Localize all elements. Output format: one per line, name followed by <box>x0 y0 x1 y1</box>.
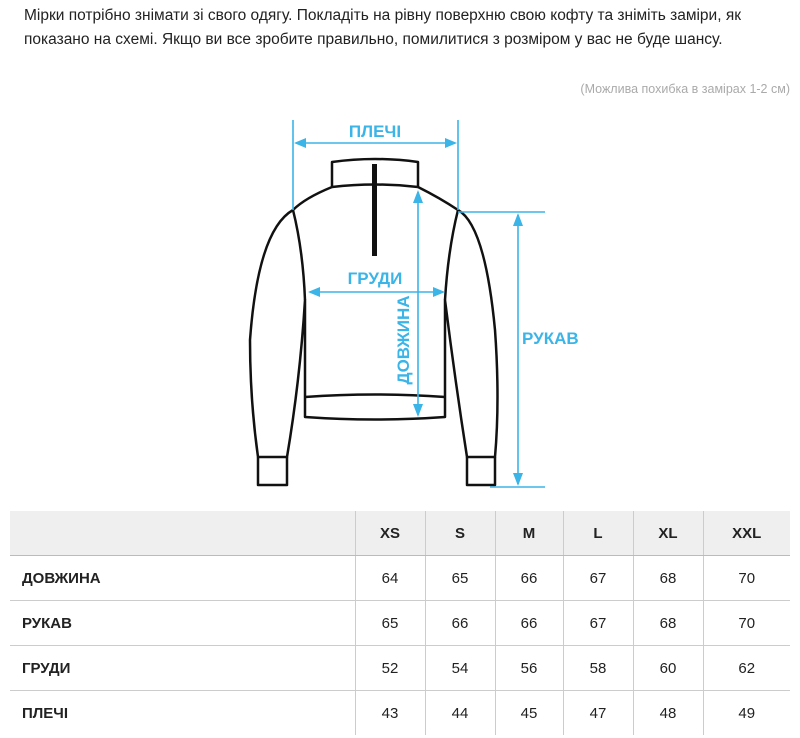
cell-value: 68 <box>632 555 703 601</box>
label-length: ДОВЖИНА <box>394 295 413 384</box>
measurement-error-note: (Можлива похибка в замірах 1-2 см) <box>580 82 790 96</box>
label-shoulders: ПЛЕЧІ <box>349 122 401 141</box>
cell-value: 58 <box>562 645 633 691</box>
cell-value: 67 <box>562 555 633 601</box>
cell-value: 45 <box>494 690 563 735</box>
size-xl: XL <box>632 511 703 556</box>
cell-value: 48 <box>632 690 703 735</box>
size-m: M <box>494 511 563 556</box>
cell-value: 62 <box>702 645 790 691</box>
cell-value: 65 <box>424 555 495 601</box>
size-l: L <box>562 511 633 556</box>
label-chest: ГРУДИ <box>348 269 403 288</box>
measure-lines <box>292 120 545 488</box>
cell-value: 56 <box>494 645 563 691</box>
jacket-outline <box>248 157 499 487</box>
cell-value: 54 <box>424 645 495 691</box>
row-label: ПЛЕЧІ <box>22 704 69 722</box>
cell-value: 70 <box>702 600 790 646</box>
cell-value: 44 <box>424 690 495 735</box>
row-label: ДОВЖИНА <box>10 555 355 601</box>
cell-value: 52 <box>354 645 425 691</box>
cell-value: 47 <box>562 690 633 735</box>
zipper <box>372 164 377 256</box>
cell-value: 64 <box>354 555 425 601</box>
row-label: РУКАВ <box>10 600 355 646</box>
cell-value: 68 <box>632 600 703 646</box>
cell-value: 60 <box>632 645 703 691</box>
jacket-diagram: ПЛЕЧІ ГРУДИ ДОВЖИНА РУКАВ <box>248 120 579 488</box>
cell-value: 65 <box>354 600 425 646</box>
cell-value: 43 <box>354 690 425 735</box>
cell-value: 66 <box>424 600 495 646</box>
size-xxl: XXL <box>702 511 790 556</box>
cell-value: 70 <box>702 555 790 601</box>
cell-value: 49 <box>702 690 790 735</box>
label-sleeve: РУКАВ <box>522 329 579 348</box>
cell-value: 66 <box>494 600 563 646</box>
size-xs: XS <box>354 511 425 556</box>
row-label: ГРУДИ <box>10 645 355 691</box>
cell-value: 66 <box>494 555 563 601</box>
size-s: S <box>424 511 495 556</box>
cell-value: 67 <box>562 600 633 646</box>
intro-text: Мірки потрібно знімати зі свого одягу. П… <box>24 7 741 48</box>
